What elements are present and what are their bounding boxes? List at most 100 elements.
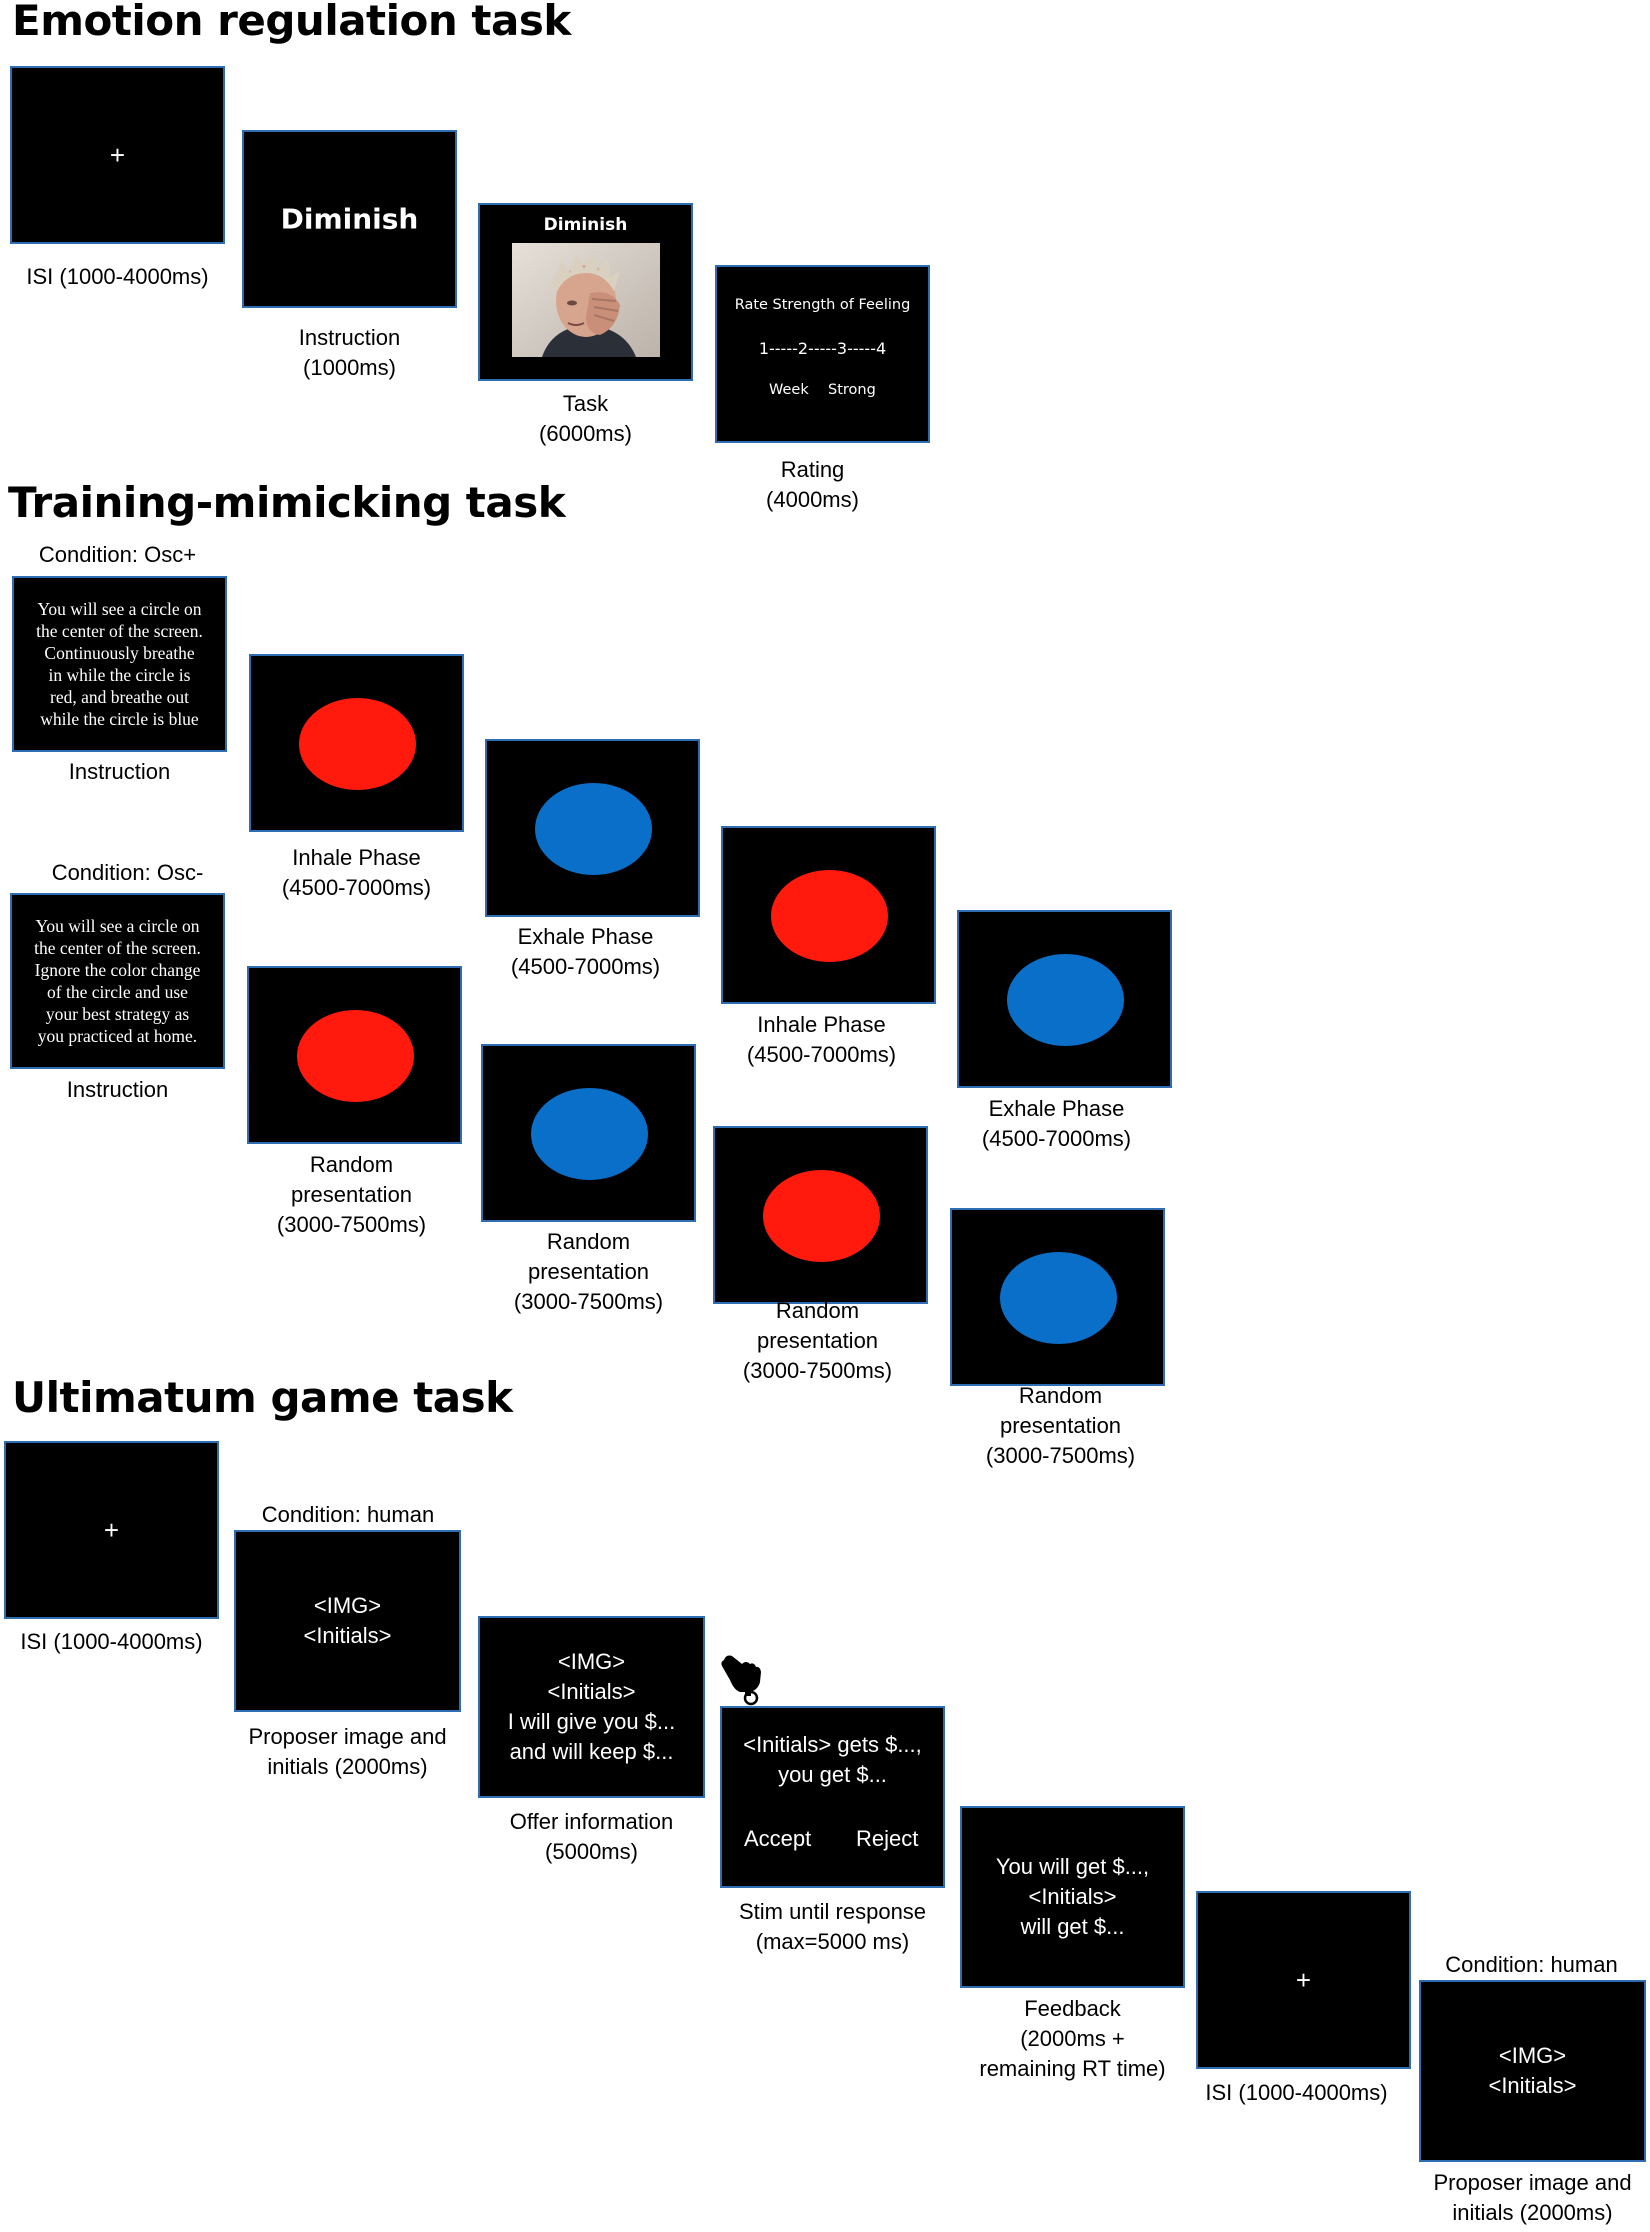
ug-proposer-screen-2: <IMG> <Initials> bbox=[1419, 1980, 1646, 2162]
osc-plus-line-5: red, and breathe out bbox=[50, 687, 189, 707]
condition-osc-minus: Condition: Osc- bbox=[51, 860, 204, 885]
heading-ultimatum-game: Ultimatum game task bbox=[12, 1373, 513, 1422]
random-caption-3c: (3000-7500ms) bbox=[742, 1358, 893, 1383]
initials-placeholder: <Initials> bbox=[1488, 2073, 1577, 2098]
condition-osc-plus: Condition: Osc+ bbox=[38, 542, 197, 567]
osc-minus-line-4: of the circle and use bbox=[47, 982, 188, 1002]
instruction-caption-2: (1000ms) bbox=[303, 355, 396, 380]
stim-offer-line-2: you get $... bbox=[778, 1762, 887, 1787]
red-circle bbox=[299, 698, 416, 790]
exhale-screen-1 bbox=[485, 739, 700, 917]
osc-minus-line-1: You will see a circle on bbox=[35, 916, 200, 936]
rating-caption-1: Rating bbox=[780, 457, 845, 482]
exhale-caption-1a: Exhale Phase bbox=[517, 924, 654, 949]
inhale-caption-1a: Inhale Phase bbox=[292, 845, 421, 870]
exhale-caption-2b: (4500-7000ms) bbox=[981, 1126, 1132, 1151]
random-caption-4a: Random bbox=[1018, 1383, 1103, 1408]
ug-feedback-screen: You will get $..., <Initials> will get $… bbox=[960, 1806, 1185, 1988]
ug-feedback-caption-3: remaining RT time) bbox=[979, 2056, 1166, 2081]
rating-low-label: Week bbox=[769, 382, 809, 398]
isi-caption: ISI (1000-4000ms) bbox=[26, 264, 209, 289]
pointing-hand-icon bbox=[716, 1650, 768, 1706]
task-screen: Diminish bbox=[478, 203, 693, 381]
osc-plus-instruction-caption: Instruction bbox=[68, 759, 171, 784]
ug-isi-caption-2: ISI (1000-4000ms) bbox=[1205, 2080, 1388, 2105]
blue-circle bbox=[531, 1088, 648, 1180]
ug-offer-screen: <IMG> <Initials> I will give you $... an… bbox=[478, 1616, 705, 1798]
img-placeholder: <IMG> bbox=[313, 1593, 382, 1618]
instruction-caption-1: Instruction bbox=[298, 325, 401, 350]
random-caption-1b: presentation bbox=[290, 1182, 413, 1207]
ug-stim-caption-2: (max=5000 ms) bbox=[755, 1929, 910, 1954]
rating-title: Rate Strength of Feeling bbox=[734, 297, 911, 313]
random-screen-1 bbox=[247, 966, 462, 1144]
ug-stim-screen: <Initials> gets $..., you get $... Accep… bbox=[720, 1706, 945, 1888]
ug-proposer-caption-2: initials (2000ms) bbox=[267, 1754, 428, 1779]
osc-minus-instruction-screen: You will see a circle on the center of t… bbox=[10, 893, 225, 1069]
rating-screen: Rate Strength of Feeling 1-----2-----3--… bbox=[715, 265, 930, 443]
reject-option[interactable]: Reject bbox=[856, 1826, 919, 1851]
accept-option[interactable]: Accept bbox=[744, 1826, 812, 1851]
inhale-screen-1 bbox=[249, 654, 464, 832]
osc-minus-instruction-caption: Instruction bbox=[66, 1077, 169, 1102]
osc-minus-line-2: the center of the screen. bbox=[34, 938, 201, 958]
osc-minus-line-3: Ignore the color change bbox=[34, 960, 201, 980]
img-placeholder: <IMG> bbox=[1498, 2043, 1567, 2068]
osc-plus-line-6: while the circle is blue bbox=[40, 709, 199, 729]
instruction-screen: Diminish bbox=[242, 130, 457, 308]
ug-offer-caption-1: Offer information bbox=[509, 1809, 674, 1834]
isi-screen: + bbox=[10, 66, 225, 244]
random-screen-2 bbox=[481, 1044, 696, 1222]
blue-circle bbox=[1007, 954, 1124, 1046]
ug-feedback-caption-1: Feedback bbox=[1024, 1996, 1121, 2021]
rating-scale: 1-----2-----3-----4 bbox=[758, 339, 887, 358]
inhale-caption-2b: (4500-7000ms) bbox=[746, 1042, 897, 1067]
feedback-line-3: will get $... bbox=[1020, 1914, 1125, 1939]
rating-caption-2: (4000ms) bbox=[766, 487, 859, 512]
img-placeholder: <IMG> bbox=[557, 1649, 626, 1674]
ug-isi-screen: + bbox=[4, 1441, 219, 1619]
random-caption-4c: (3000-7500ms) bbox=[985, 1443, 1136, 1468]
rating-high-label: Strong bbox=[828, 382, 876, 398]
ug-stim-caption-1: Stim until response bbox=[738, 1899, 927, 1924]
osc-minus-line-6: you practiced at home. bbox=[37, 1026, 198, 1046]
osc-plus-line-1: You will see a circle on bbox=[37, 599, 202, 619]
fixation-cross: + bbox=[103, 1515, 120, 1545]
ug-isi-screen-2: + bbox=[1196, 1891, 1411, 2069]
random-caption-1a: Random bbox=[309, 1152, 394, 1177]
inhale-caption-1b: (4500-7000ms) bbox=[281, 875, 432, 900]
ug-offer-caption-2: (5000ms) bbox=[545, 1839, 638, 1864]
ug-feedback-caption-2: (2000ms + bbox=[1020, 2026, 1125, 2051]
exhale-caption-2a: Exhale Phase bbox=[988, 1096, 1125, 1121]
random-screen-3 bbox=[713, 1126, 928, 1304]
feedback-line-1: You will get $..., bbox=[995, 1854, 1150, 1879]
stim-offer-line-1: <Initials> gets $..., bbox=[743, 1732, 922, 1757]
osc-minus-line-5: your best strategy as bbox=[45, 1004, 190, 1024]
ug-proposer-screen: <IMG> <Initials> bbox=[234, 1530, 461, 1712]
random-caption-2c: (3000-7500ms) bbox=[513, 1289, 664, 1314]
random-caption-2a: Random bbox=[546, 1229, 631, 1254]
distressed-man-photo bbox=[512, 243, 660, 357]
task-caption-2: (6000ms) bbox=[539, 421, 632, 446]
heading-training-mimicking: Training-mimicking task bbox=[8, 478, 566, 527]
task-caption-1: Task bbox=[562, 391, 609, 416]
task-label: Diminish bbox=[543, 215, 628, 235]
ug-isi-caption: ISI (1000-4000ms) bbox=[20, 1629, 203, 1654]
fixation-cross: + bbox=[1295, 1965, 1312, 1995]
random-caption-3b: presentation bbox=[756, 1328, 879, 1353]
random-caption-1c: (3000-7500ms) bbox=[276, 1212, 427, 1237]
heading-emotion-regulation: Emotion regulation task bbox=[12, 0, 571, 45]
random-caption-2b: presentation bbox=[527, 1259, 650, 1284]
instruction-text: Diminish bbox=[280, 202, 419, 236]
exhale-screen-2 bbox=[957, 910, 1172, 1088]
ug-condition-human-2: Condition: human bbox=[1445, 1952, 1618, 1977]
inhale-screen-2 bbox=[721, 826, 936, 1004]
red-circle bbox=[771, 870, 888, 962]
initials-placeholder: <Initials> bbox=[547, 1679, 636, 1704]
inhale-caption-2a: Inhale Phase bbox=[757, 1012, 886, 1037]
random-screen-4 bbox=[950, 1208, 1165, 1386]
offer-keep-line: and will keep $... bbox=[509, 1739, 674, 1764]
red-circle bbox=[763, 1170, 880, 1262]
osc-plus-line-3: Continuously breathe bbox=[44, 643, 195, 663]
exhale-caption-1b: (4500-7000ms) bbox=[510, 954, 661, 979]
